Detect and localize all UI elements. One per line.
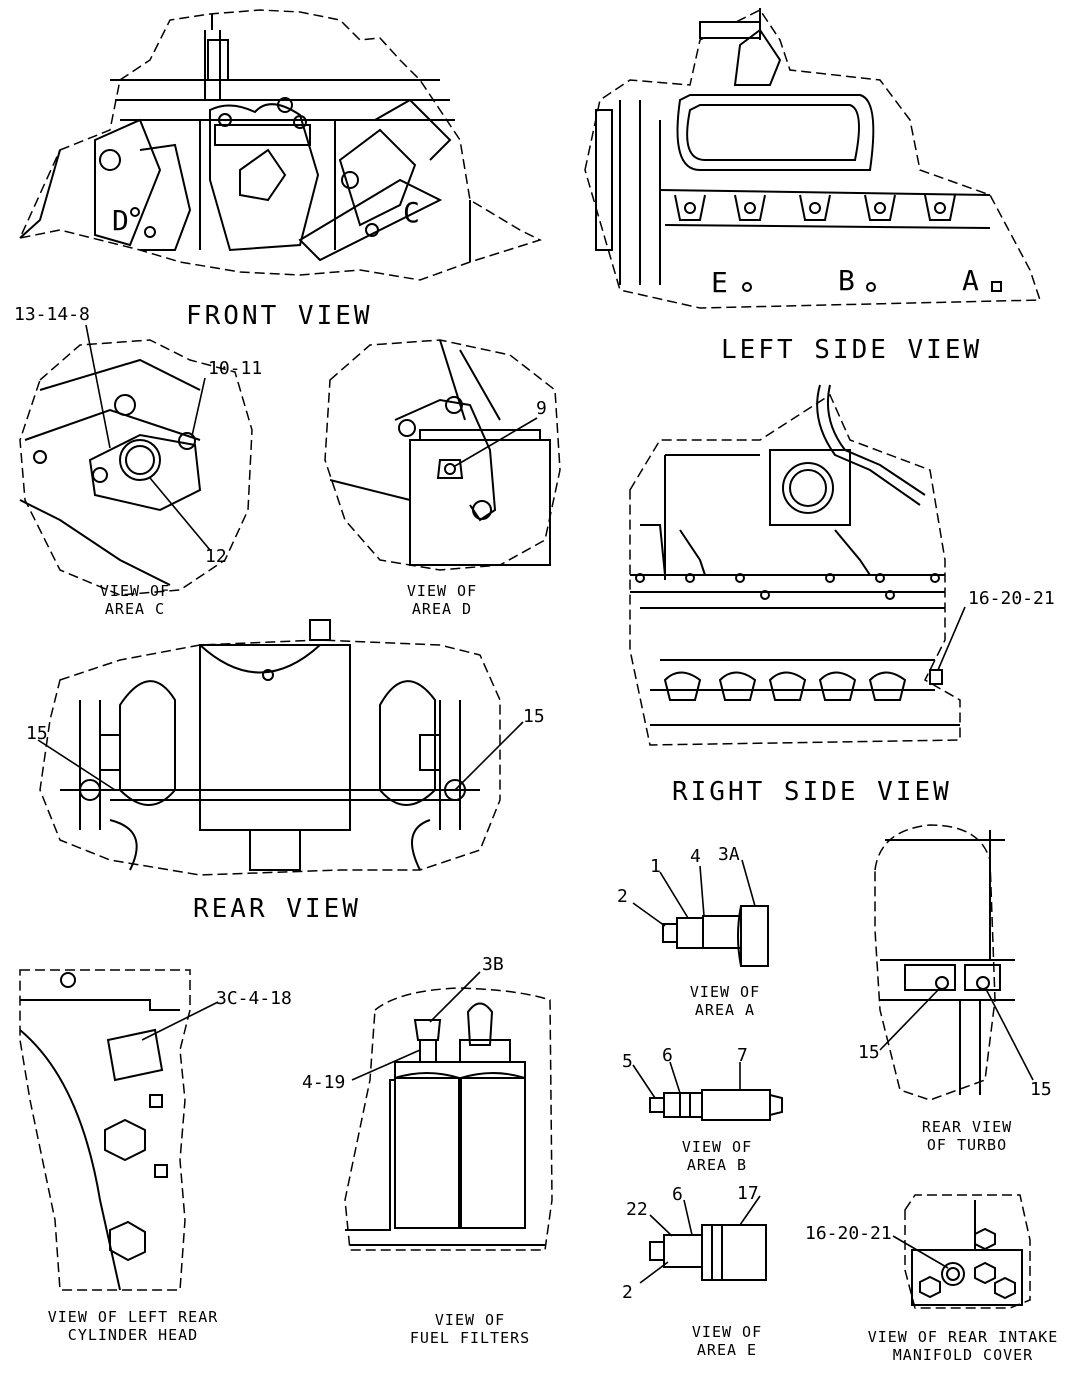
area-a-caption-line1: VIEW OF — [690, 983, 760, 1001]
leader-4-area-a — [699, 865, 705, 917]
left-area-a-label: A — [962, 264, 979, 297]
callout-1-area-a: 1 — [650, 856, 661, 877]
callout-6-area-e: 6 — [672, 1184, 683, 1205]
callout-16-20-21-intake: 16-20-21 — [805, 1223, 892, 1244]
callout-4-area-a: 4 — [690, 846, 701, 867]
left-side-view-title: LEFT SIDE VIEW — [721, 335, 982, 365]
callout-15-turbo-right: 15 — [1030, 1079, 1052, 1100]
leader-17-area-e — [739, 1195, 761, 1226]
callout-3b: 3B — [482, 954, 504, 975]
left-area-e-label: E — [711, 266, 728, 299]
area-c-caption-line1: VIEW OF — [100, 582, 170, 600]
callout-15-rear-right: 15 — [523, 706, 545, 727]
leader-3c-4-18 — [141, 1001, 219, 1041]
callout-2-area-e: 2 — [622, 1282, 633, 1303]
leader-10-11 — [191, 377, 206, 437]
leader-4-19 — [351, 1049, 421, 1081]
rear-turbo-illustration — [874, 824, 1015, 1101]
area-d-illustration — [324, 339, 561, 571]
area-b-caption-line1: VIEW OF — [682, 1138, 752, 1156]
callout-4-19: 4-19 — [302, 1072, 345, 1093]
area-d-caption-line1: VIEW OF — [407, 582, 477, 600]
front-area-d-label: D — [112, 204, 129, 237]
callout-3c-4-18: 3C-4-18 — [216, 988, 292, 1009]
leader-3b — [429, 971, 481, 1023]
callout-15-rear-left: 15 — [26, 723, 48, 744]
area-e-illustration — [649, 1224, 767, 1281]
rear-intake-caption-line2: MANIFOLD COVER — [893, 1346, 1033, 1364]
leader-16-20-21-intake — [892, 1235, 949, 1269]
callout-5-area-b: 5 — [622, 1051, 633, 1072]
left-side-view-illustration — [584, 8, 1042, 309]
right-side-view-illustration — [629, 384, 961, 746]
callout-3a-area-a: 3A — [718, 844, 740, 865]
rear-intake-caption-line1: VIEW OF REAR INTAKE — [868, 1328, 1059, 1346]
callout-22-area-e: 22 — [626, 1199, 648, 1220]
leader-6-area-b — [669, 1061, 681, 1094]
leader-15-turbo-left — [879, 987, 941, 1051]
area-e-caption-line2: AREA E — [697, 1341, 757, 1359]
leader-15-rear-left — [37, 739, 116, 791]
area-d-caption-line2: AREA D — [412, 600, 472, 618]
leader-5-area-b — [632, 1064, 656, 1099]
fuel-filters-illustration — [344, 987, 553, 1251]
leader-2-area-a — [632, 902, 666, 927]
leader-16-20-21-right — [937, 606, 966, 671]
front-view-illustration — [18, 9, 542, 281]
right-side-view-title: RIGHT SIDE VIEW — [672, 777, 952, 807]
leader-1-area-a — [659, 871, 689, 919]
left-rear-head-caption-line2: CYLINDER HEAD — [68, 1326, 198, 1344]
leader-3a-area-a — [741, 859, 756, 907]
leader-6-area-e — [683, 1199, 693, 1236]
rear-turbo-caption-line1: REAR VIEW — [922, 1118, 1012, 1136]
area-e-caption-line1: VIEW OF — [692, 1323, 762, 1341]
area-b-caption-line2: AREA B — [687, 1156, 747, 1174]
left-rear-head-illustration — [19, 969, 191, 1291]
area-a-caption-line2: AREA A — [695, 1001, 755, 1019]
callout-6-area-b: 6 — [662, 1045, 673, 1066]
front-area-c-label: C — [403, 196, 420, 229]
leader-15-turbo-right — [985, 988, 1034, 1081]
callout-13-14-8: 13-14-8 — [14, 304, 90, 325]
callout-12: 12 — [205, 546, 227, 567]
area-a-illustration — [662, 905, 769, 967]
area-c-illustration — [19, 339, 253, 596]
front-view-title: FRONT VIEW — [186, 301, 373, 331]
leader-13-14-8 — [85, 324, 111, 449]
callout-10-11: 10-11 — [208, 358, 262, 379]
leader-15-rear-right — [454, 721, 524, 791]
leader-12 — [149, 477, 211, 551]
callout-17-area-e: 17 — [737, 1183, 759, 1204]
leader-9 — [454, 417, 538, 467]
rear-view-title: REAR VIEW — [193, 894, 361, 924]
fuel-filters-caption-line1: VIEW OF — [435, 1311, 505, 1329]
rear-view-illustration — [39, 619, 501, 876]
callout-15-turbo-left: 15 — [858, 1042, 880, 1063]
leader-2-area-e — [639, 1261, 669, 1284]
area-c-caption-line2: AREA C — [105, 600, 165, 618]
leader-22-area-e — [649, 1214, 673, 1237]
left-rear-head-caption-line1: VIEW OF LEFT REAR — [48, 1308, 219, 1326]
fuel-filters-caption-line2: FUEL FILTERS — [410, 1329, 530, 1347]
callout-2-area-a: 2 — [617, 886, 628, 907]
left-area-b-label: B — [838, 264, 855, 297]
rear-turbo-caption-line2: OF TURBO — [927, 1136, 1007, 1154]
area-b-illustration — [649, 1089, 783, 1121]
callout-9: 9 — [536, 398, 547, 419]
rear-intake-illustration — [904, 1194, 1031, 1309]
callout-16-20-21-right: 16-20-21 — [968, 588, 1055, 609]
callout-7-area-b: 7 — [737, 1045, 748, 1066]
